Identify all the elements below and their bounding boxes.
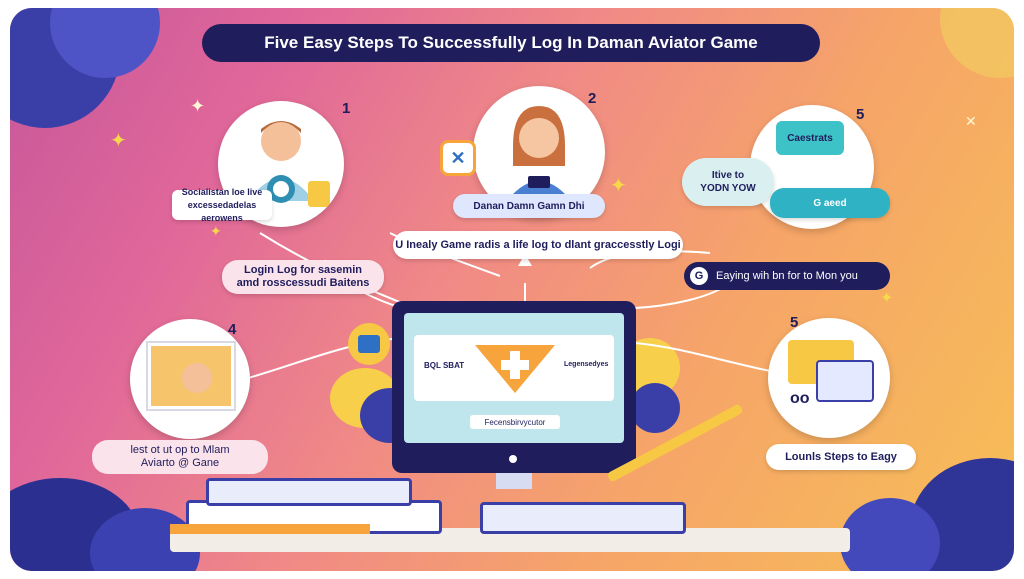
step-4-number: 4: [228, 321, 237, 338]
close-icon: ✕: [440, 140, 476, 176]
step-5-number: 5: [790, 314, 799, 331]
gadget-screen: [358, 335, 380, 353]
gadget-icon: [348, 323, 390, 365]
monitor-bottom-label: Fecensbirvycutor: [470, 415, 560, 429]
step-3-card-chip: Caestrats: [776, 121, 844, 155]
step-3-bubble-right: G aeed: [770, 188, 890, 218]
step-2-card-caption: Danan Damn Gamn Dhi: [453, 194, 605, 218]
step-3-label-text: Eaying wih bn for to Mon you: [716, 269, 858, 282]
step-1-card-caption: Socialistan loe live excessedadelas aero…: [172, 187, 272, 223]
monitor-right-label: Legensedyes: [564, 361, 609, 368]
step-3-label: G Eaying wih bn for to Mon you: [684, 262, 890, 290]
monitor-left-label: BQL SBAT: [424, 361, 465, 370]
step-2-label: U Inealy Game radis a life log to dlant …: [393, 231, 683, 259]
background-panel: ✦ ✦ ✦ ✕ ✦ ✦ ✦ Five Easy Steps To Success…: [10, 8, 1014, 571]
monitor-screen: BQL SBAT Legensedyes Fecensbirvycutor: [404, 313, 624, 443]
step-5-label: Lounls Steps to Eagy: [766, 444, 916, 470]
step-1-number: 1: [342, 100, 351, 117]
sparkle-icon: ✦: [190, 96, 206, 116]
google-icon: G: [690, 267, 708, 285]
cloud-center-blue: [630, 383, 680, 433]
step-4-face: [182, 363, 212, 393]
step-2-number: 2: [588, 90, 597, 107]
step-4-label: lest ot ut op to Mlam Aviarto @ Gane: [92, 440, 268, 474]
monitor: BQL SBAT Legensedyes Fecensbirvycutor: [392, 301, 636, 473]
sparkle-icon: ✦: [110, 130, 127, 152]
book-stack-right: [480, 502, 686, 534]
step-3-bubble-left: Itive to YODN YOW: [682, 158, 774, 206]
person-icon: [248, 121, 330, 207]
step-1-label: Login Log for sasemin amd rosscessudi Ba…: [222, 260, 384, 294]
monitor-stand: [496, 473, 532, 489]
step-3-number: 5: [856, 106, 865, 123]
sparkle-icon: ✦: [610, 175, 627, 197]
step-5-card: oo: [768, 318, 890, 438]
sparkle-icon: ✦: [880, 290, 894, 307]
step-5-doc-2: [816, 360, 874, 402]
step-4-card: [130, 319, 250, 439]
sparkle-icon: ✕: [965, 113, 977, 129]
book-orange: [170, 524, 370, 534]
sparkle-icon: ✦: [210, 223, 222, 239]
cloud-bottom-right-2: [840, 498, 940, 571]
page-title: Five Easy Steps To Successfully Log In D…: [202, 24, 820, 62]
plus-shield-icon: [475, 345, 555, 393]
book-stack-left-2: [206, 478, 412, 506]
monitor-power-dot: [509, 455, 517, 463]
step-5-glasses-icon: oo: [790, 390, 810, 407]
